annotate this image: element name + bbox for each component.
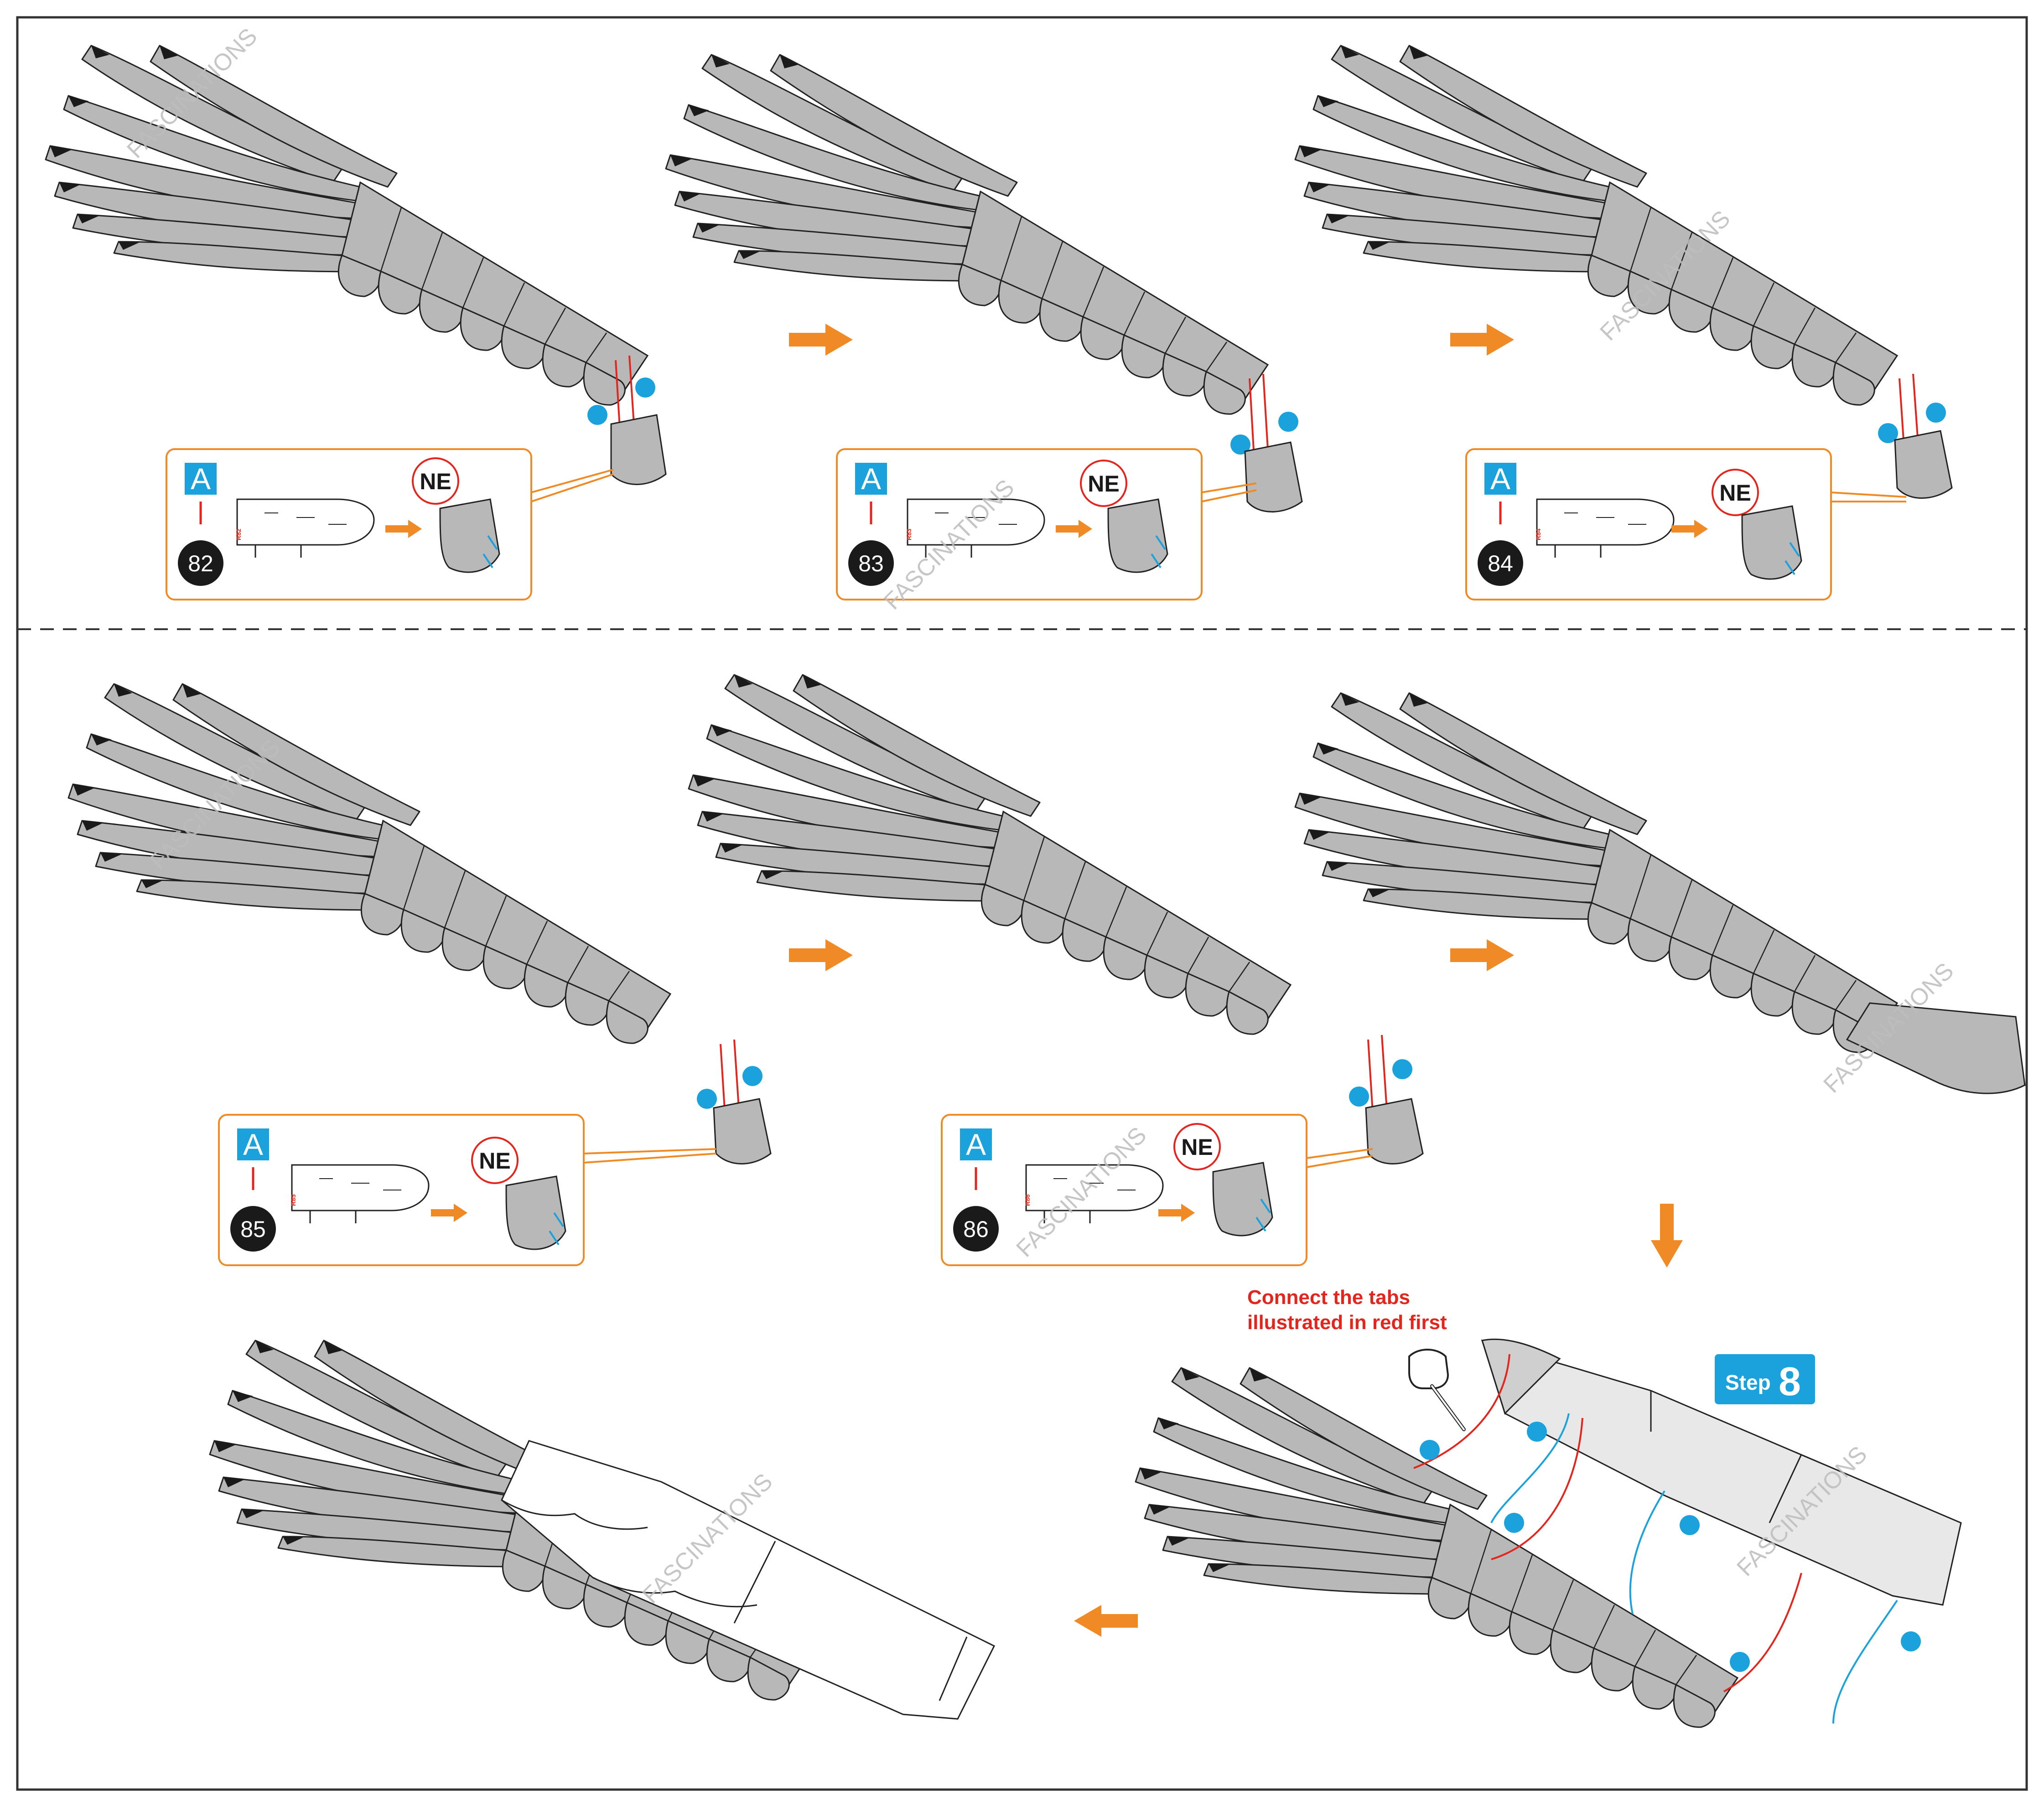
wing-diagram-step-86 [688, 674, 1292, 1035]
blue-dot-icon [1349, 1087, 1369, 1107]
blue-dot-icon [1420, 1440, 1440, 1460]
part-code: R86 [1024, 1194, 1031, 1206]
step8-assembly-diagram [1135, 1338, 1962, 1728]
arrow-right-icon [1450, 324, 1514, 356]
blue-dot-icon [742, 1066, 763, 1086]
step-tag: Step 8 [1715, 1354, 1815, 1404]
instruction-box-85: A 85 R85 NE [218, 1114, 716, 1266]
step-tag-label: Step [1725, 1371, 1771, 1394]
attach-arrows-86 [1349, 1035, 1424, 1164]
arrow-right-icon [789, 324, 853, 356]
instruction-box-86: A 86 R86 NE [941, 1114, 1373, 1266]
badge-letter: A [861, 462, 881, 496]
final-wing-diagram [209, 1340, 996, 1720]
step-number: 86 [963, 1216, 989, 1242]
callout-label: NE [420, 469, 451, 494]
pointing-hand-icon [1408, 1349, 1466, 1431]
badge-letter: A [966, 1128, 986, 1161]
note-line-2: illustrated in red first [1247, 1311, 1447, 1334]
callout-label: NE [1088, 471, 1119, 497]
sheet-frame [16, 16, 2028, 1791]
blue-dot-icon [1392, 1059, 1412, 1079]
blue-dot-icon [697, 1089, 717, 1109]
attach-arrows-85 [697, 1039, 772, 1164]
blue-dot-icon [587, 405, 607, 425]
part-code: R84 [1535, 528, 1542, 540]
badge-letter: A [191, 462, 211, 496]
badge-letter: A [1490, 462, 1510, 496]
part-code: R83 [905, 528, 913, 540]
callout-label: NE [1181, 1134, 1213, 1160]
blue-dot-icon [1680, 1515, 1700, 1535]
attach-arrows-82 [587, 355, 667, 485]
step-tag-number: 8 [1779, 1359, 1801, 1404]
wing-diagram-step-82 [45, 45, 648, 406]
step-number-badge [178, 540, 223, 586]
ne-callout [412, 457, 459, 505]
arrow-right-icon [789, 939, 853, 971]
blue-dot-icon [1878, 423, 1898, 443]
step-number: 83 [858, 551, 884, 576]
blue-dot-icon [1504, 1513, 1524, 1533]
attach-arrows-83 [1230, 373, 1303, 512]
blue-dot-icon [1730, 1652, 1750, 1672]
wing-diagram-complete [1294, 692, 2026, 1094]
blue-dot-icon [1278, 412, 1298, 432]
part-code: R85 [290, 1194, 297, 1206]
wing-diagram-step-84 [1294, 45, 1898, 406]
step-number: 85 [240, 1216, 266, 1242]
instruction-box-84: A 84 R84 NE [1465, 448, 1907, 600]
callout-label: NE [1719, 480, 1751, 506]
arrow-down-icon [1651, 1204, 1683, 1268]
step-number: 84 [1488, 551, 1513, 576]
blue-dot-icon [1926, 403, 1946, 423]
blue-dot-icon [635, 378, 655, 398]
part-code: R82 [235, 528, 242, 540]
callout-label: NE [479, 1148, 510, 1174]
instruction-box-82: A 82 R82 NE [166, 448, 614, 600]
part-sheet-badge [185, 463, 217, 495]
badge-letter: A [243, 1128, 263, 1161]
blue-dot-icon [1230, 435, 1250, 455]
step-number: 82 [188, 551, 213, 576]
blue-dot-icon [1901, 1631, 1921, 1651]
note-line-1: Connect the tabs [1247, 1286, 1410, 1309]
arrow-right-icon [1450, 939, 1514, 971]
instruction-box-83: A 83 R83 NE [836, 448, 1257, 600]
blue-dot-icon [1527, 1422, 1547, 1442]
arrow-left-icon [1074, 1605, 1138, 1637]
wing-diagram-step-83 [665, 54, 1269, 415]
attach-arrows-84 [1878, 373, 1953, 499]
